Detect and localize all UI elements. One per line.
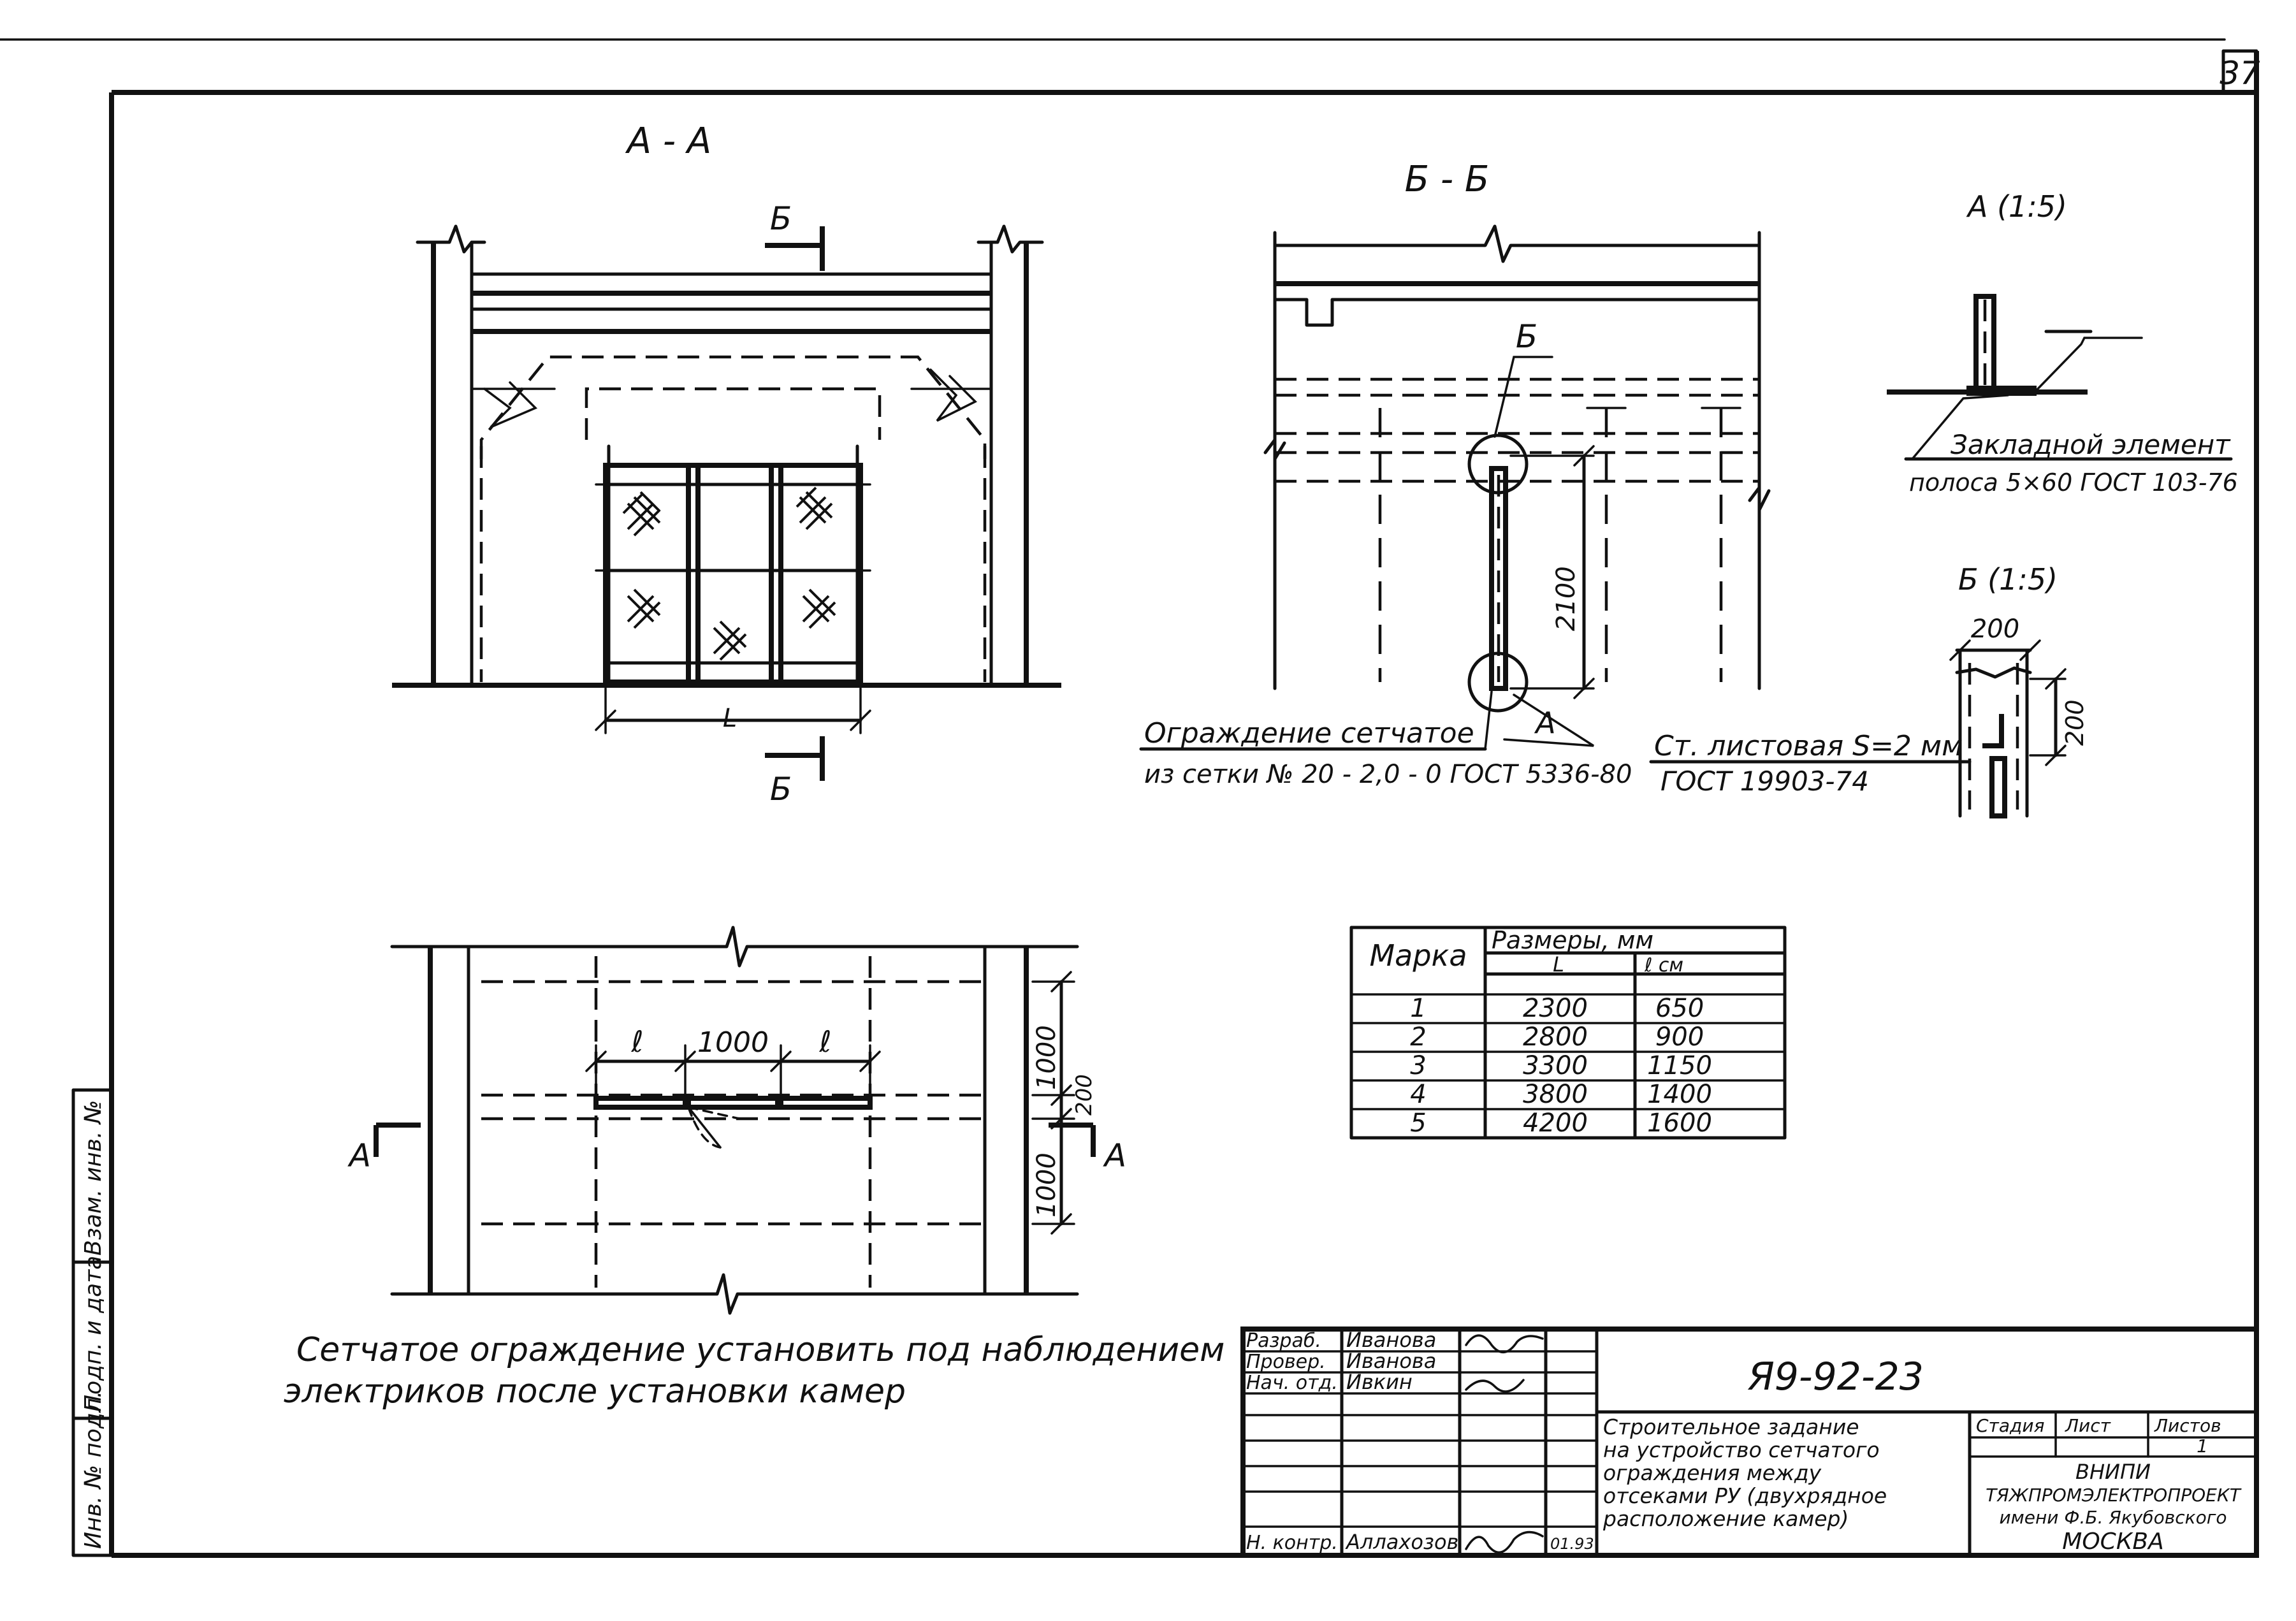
table-l-1: 650 (1655, 994, 1704, 1023)
tb-org-line1: ВНИПИ (2075, 1460, 2151, 1484)
stamp-replaced-inv: Взам. инв. № (80, 1100, 106, 1256)
table-mark-1: 1 (1410, 994, 1426, 1023)
sheet-number: 37 (2220, 55, 2260, 92)
view-aa-cut-top: Б (770, 200, 792, 237)
tb-desc-line1: Строительное задание (1603, 1414, 1859, 1439)
tb-org-line3: имени Ф.Б. Якубовского (1999, 1507, 2227, 1528)
detail-a-note-line1: Закладной элемент (1951, 429, 2231, 460)
table-l-4: 1400 (1647, 1080, 1712, 1109)
tb-org-line2: ТЯЖПРОМЭЛЕКТРОПРОЕКТ (1986, 1485, 2242, 1506)
tb-name-developer: Иванова (1346, 1328, 1436, 1352)
plan-dim-left: ℓ (630, 1024, 643, 1059)
table-l-5: 1600 (1647, 1109, 1712, 1138)
stamp-inv-original: Инв. № подл. (80, 1391, 106, 1549)
plan-cut-left: А (347, 1137, 371, 1174)
tb-role-head: Нач. отд. (1246, 1372, 1338, 1394)
view-bb-callout-a: А (1534, 706, 1555, 740)
detail-a-drawing (1887, 294, 2233, 461)
tb-col-stage: Стадия (1976, 1415, 2044, 1436)
tb-sheets-value: 1 (2197, 1436, 2208, 1457)
steel-note-line2: ГОСТ 19903-74 (1660, 766, 1869, 797)
table-l-3: 1150 (1647, 1051, 1712, 1080)
tb-name-head: Ивкин (1346, 1370, 1413, 1394)
tb-name-norm-control: Аллахозов (1345, 1530, 1458, 1554)
dimensions-table-grid (1349, 926, 1787, 1140)
table-header-mark: Марка (1369, 938, 1467, 973)
plan-dim-side-top: 1000 (1032, 1025, 1061, 1090)
steel-note-line1: Ст. листовая S=2 мм (1654, 730, 1963, 762)
detail-a-title: А (1:5) (1966, 189, 2067, 224)
plan-dim-side-bottom: 1000 (1032, 1152, 1061, 1218)
table-L-2: 2800 (1523, 1022, 1588, 1052)
view-bb-callout-b: Б (1516, 318, 1537, 355)
detail-b-dim-height: 200 (2061, 699, 2089, 746)
table-L-5: 4200 (1523, 1109, 1588, 1138)
plan-dim-right: ℓ (818, 1024, 831, 1059)
tb-desc-line2: на устройство сетчатого (1603, 1437, 1880, 1462)
detail-b-drawing (1649, 639, 2067, 818)
table-mark-3: 3 (1410, 1051, 1426, 1080)
detail-a-note-line2: полоса 5×60 ГОСТ 103-76 (1909, 469, 2238, 497)
tb-role-developer: Разраб. (1246, 1330, 1321, 1352)
table-l-2: 900 (1655, 1022, 1704, 1052)
view-bb-title: Б - Б (1405, 159, 1490, 200)
detail-b-title: Б (1:5) (1958, 562, 2058, 597)
table-col-l-upper: L (1553, 952, 1564, 977)
detail-b-dim-width: 200 (1971, 614, 2019, 644)
plan-dim-center: 1000 (697, 1026, 769, 1059)
tb-col-sheet: Лист (2065, 1415, 2111, 1436)
sheet-frame (0, 38, 2259, 1558)
plan-cut-right: А (1103, 1137, 1126, 1174)
title-block-grid (1240, 1327, 2259, 1558)
view-aa-cut-bottom: Б (770, 771, 792, 808)
view-aa-drawing (392, 224, 1061, 781)
view-aa-title: А - А (625, 120, 711, 162)
tb-role-checker: Провер. (1246, 1351, 1326, 1373)
table-L-1: 2300 (1523, 994, 1588, 1023)
table-L-4: 3800 (1523, 1080, 1588, 1109)
table-mark-2: 2 (1410, 1022, 1426, 1052)
plan-drawing (374, 926, 1096, 1315)
tb-name-checker: Иванова (1346, 1349, 1436, 1373)
view-aa-dim-l: L (723, 704, 737, 733)
tb-col-sheets: Листов (2154, 1415, 2221, 1436)
table-L-3: 3300 (1523, 1051, 1588, 1080)
general-note-line2: электриков после установки камер (284, 1372, 906, 1411)
table-mark-5: 5 (1410, 1109, 1426, 1138)
mesh-note-line1: Ограждение сетчатое (1144, 717, 1474, 750)
tb-desc-line3: ограждения между (1603, 1460, 1822, 1485)
table-header-sizes: Размеры, мм (1492, 926, 1653, 954)
table-mark-4: 4 (1410, 1080, 1426, 1109)
tb-doc-code: Я9-92-23 (1747, 1355, 1924, 1399)
stamp-sign-date: Подп. и дата (80, 1256, 106, 1412)
tb-desc-line4: отсеками РУ (двухрядное (1603, 1483, 1887, 1508)
tb-date: 01.93 (1550, 1535, 1594, 1553)
tb-role-norm-control: Н. контр. (1246, 1532, 1338, 1554)
tb-org-line4: МОСКВА (2062, 1529, 2163, 1555)
view-bb-dim-height: 2100 (1551, 566, 1581, 631)
general-note-line1: Сетчатое ограждение установить под наблю… (296, 1331, 1224, 1369)
view-bb-drawing (1139, 224, 1771, 751)
plan-dim-side-small: 200 (1072, 1074, 1097, 1116)
tb-desc-line5: расположение камер) (1602, 1506, 1849, 1531)
mesh-note-line2: из сетки № 20 - 2,0 - 0 ГОСТ 5336-80 (1144, 760, 1632, 789)
table-col-l-lower: ℓ см (1644, 954, 1683, 977)
side-stamp (71, 1088, 113, 1557)
